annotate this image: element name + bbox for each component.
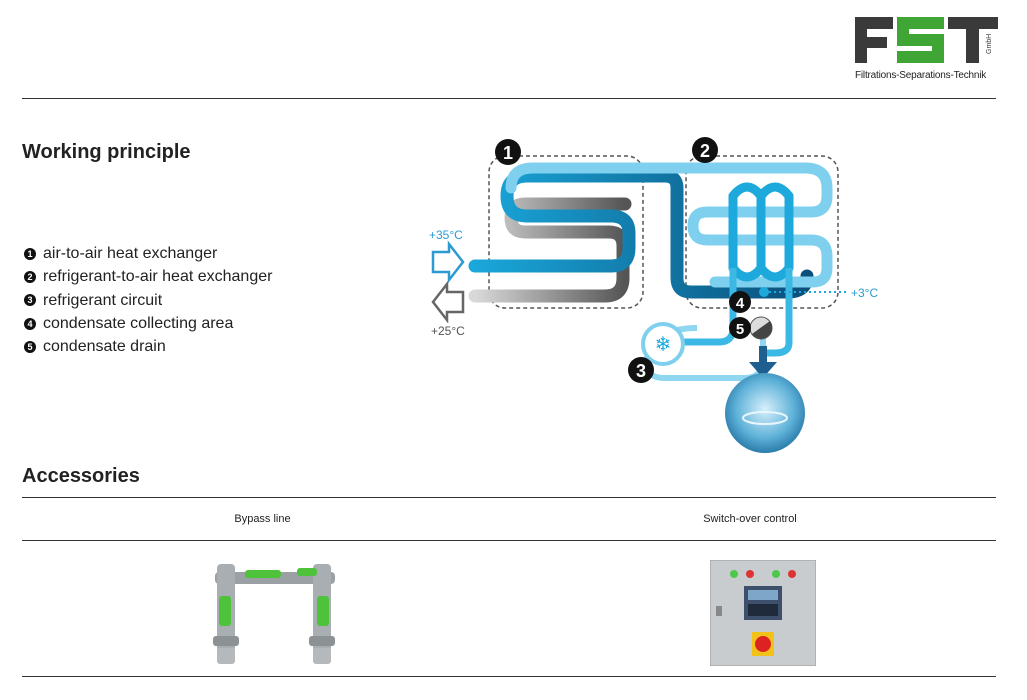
marker-1: 1 <box>495 139 521 165</box>
number-marker: 5 <box>24 340 36 353</box>
list-item-text: condensate drain <box>43 338 166 356</box>
outlet-arrow-icon <box>431 280 465 324</box>
working-principle-diagram: ❄ +35°C +25°C +3°C 1 2 3 4 5 <box>429 137 878 453</box>
principle-list: 1 air-to-air heat exchanger 2 refrigerant-… <box>24 242 272 358</box>
list-item: 5 condensate drain <box>24 335 272 358</box>
outer-air-loop <box>505 162 833 288</box>
logo-tagline: Filtrations-Separations-Technik <box>855 70 987 81</box>
header-divider <box>22 98 996 99</box>
snowflake-icon <box>641 322 685 366</box>
column-label-bypass: Bypass line <box>234 513 291 525</box>
list-item-text: refrigerant circuit <box>43 291 163 309</box>
svg-text:4: 4 <box>736 295 745 312</box>
svg-text:3: 3 <box>636 361 646 381</box>
column-label-switch-over: Switch-over control <box>703 513 797 525</box>
list-item-text: condensate collecting area <box>43 314 234 332</box>
svg-text:2: 2 <box>700 141 710 161</box>
label-outlet-temp: +25°C <box>431 324 465 338</box>
hx1-box <box>488 155 644 309</box>
accessories-bottom-divider <box>22 676 996 677</box>
label-inlet-temp: +35°C <box>429 228 463 242</box>
hx2-coils <box>728 182 794 282</box>
switch-over-control-image <box>710 560 816 666</box>
accessories-top-divider <box>22 497 996 498</box>
svg-text:❄: ❄ <box>655 334 672 356</box>
accessories-mid-divider <box>22 540 996 541</box>
svg-text:1: 1 <box>503 143 513 163</box>
marker-5: 5 <box>729 317 751 339</box>
number-marker: 4 <box>24 317 36 330</box>
marker-2: 2 <box>692 137 718 163</box>
bypass-line-image <box>213 564 335 664</box>
svg-text:5: 5 <box>736 321 744 338</box>
drain-arrow <box>749 362 777 378</box>
list-item-text: refrigerant-to-air heat exchanger <box>43 268 273 286</box>
number-marker: 3 <box>24 294 36 307</box>
list-item: 3 refrigerant circuit <box>24 289 272 312</box>
collector-dot <box>759 287 769 297</box>
list-item: 2 refrigerant-to-air heat exchanger <box>24 265 272 288</box>
hx2-box <box>685 155 839 309</box>
section-title-accessories: Accessories <box>22 465 140 487</box>
logo-gmbh: GmbH <box>986 34 993 54</box>
inlet-arrow-icon <box>431 240 465 284</box>
marker-4: 4 <box>729 291 751 313</box>
fst-logo: GmbH <box>855 17 998 63</box>
number-marker: 2 <box>24 270 36 283</box>
marker-3: 3 <box>628 357 654 383</box>
section-title-working-principle: Working principle <box>22 141 191 163</box>
list-item-text: air-to-air heat exchanger <box>43 245 218 262</box>
list-item: 1 air-to-air heat exchanger <box>24 242 272 265</box>
list-item: 4 condensate collecting area <box>24 312 272 335</box>
number-marker: 1 <box>24 247 36 260</box>
label-cold-temp: +3°C <box>851 286 878 300</box>
